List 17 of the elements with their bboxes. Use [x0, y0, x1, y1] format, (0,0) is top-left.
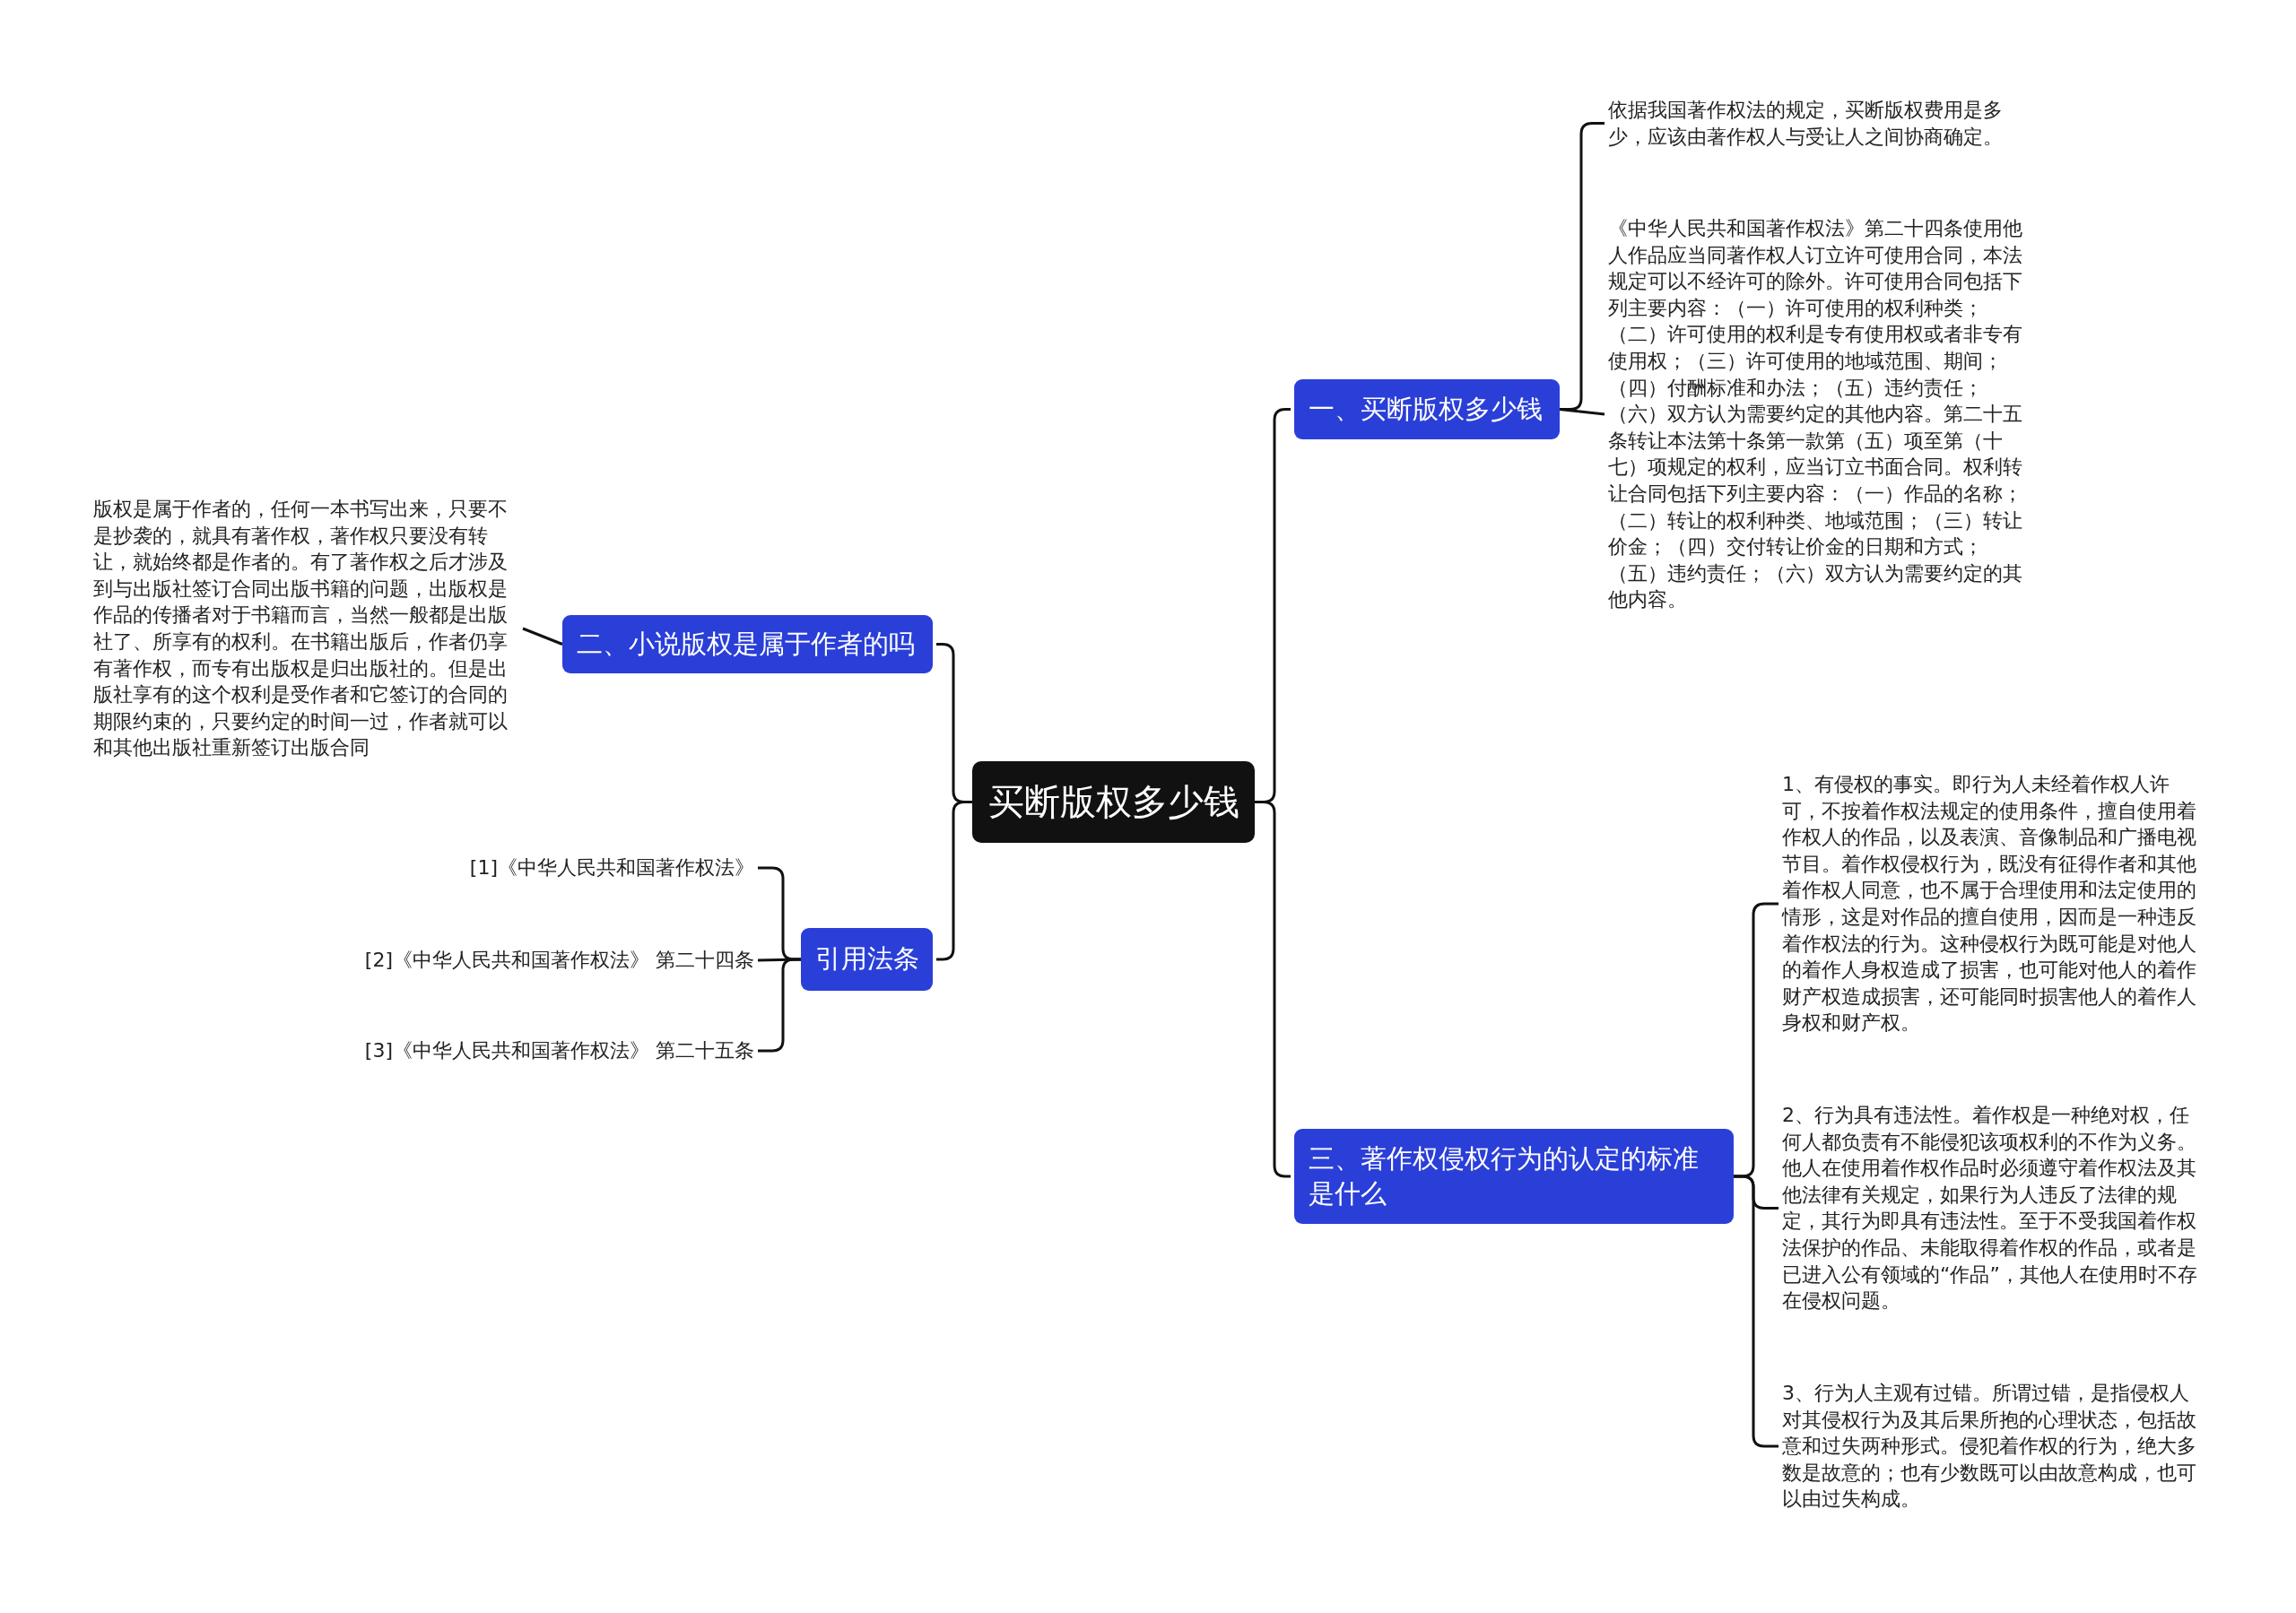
- connector-line: [1255, 801, 1291, 1178]
- note-text: 2、行为具有违法性。着作权是一种绝对权，任何人都负责有不能侵犯该项权利的不作为义务。他人在使用着作权作品时必须遵守着作权法及其他法律有关规定，如果行为人违反了法律的规定，其行为即具有违法性。至于不受我国着作权法保护的作品、未能取得着作权的作品，或者是已进入公有领域的“作品”，其他人在使用时不存在侵权问题。: [1782, 1102, 2204, 1314]
- note-text: 3、行为人主观有过错。所谓过错，是指侵权人对其侵权行为及其后果所抱的心理状态，包括故意和过失两种形式。侵犯着作权的行为，绝大多数是故意的；也有少数既可以由故意构成，也可以由过失构成。: [1782, 1380, 2204, 1513]
- note-text: 《中华人民共和国著作权法》第二十四条使用他人作品应当同著作权人订立许可使用合同，本法规定可以不经许可的除外。许可使用合同包括下列主要内容：（一）许可使用的权利种类；（二）许可使用的权利是专有使用权或者非专有使用权；（三）许可使用的地域范围、期间；（四）付酬标准和办法；（五）违约责任；（六）双方认为需要约定的其他内容。第二十五条转让本法第十条第一款第（五）项至第（十七）项规定的权利，应当订立书面合同。权利转让合同包括下列主要内容：（一）作品的名称；（二）转让的权利种类、地域范围；（三）转让价金；（四）交付转让价金的日期和方式；（五）违约责任；（六）双方认为需要约定的其他内容。: [1608, 215, 2031, 613]
- central-topic-box: 买断版权多少钱: [972, 761, 1255, 843]
- connector-line: [522, 627, 563, 646]
- citation-text: [2]《中华人民共和国著作权法》 第二十四条: [269, 947, 754, 974]
- connector-line: [1559, 408, 1605, 416]
- topic-box: 三、著作权侵权行为的认定的标准是什么: [1294, 1129, 1734, 1224]
- note-text: 依据我国著作权法的规定，买断版权费用是多少，应该由著作权人与受让人之间协商确定。: [1608, 97, 2031, 151]
- topic-box: 引用法条: [801, 928, 933, 991]
- topic-box: 一、买断版权多少钱: [1294, 379, 1560, 439]
- topic-box: 二、小说版权是属于作者的吗: [562, 615, 933, 673]
- note-text: 版权是属于作者的，任何一本书写出来，只要不是抄袭的，就具有著作权，著作权只要没有转让，就始终都是作者的。有了著作权之后才涉及到与出版社签订合同出版书籍的问题，出版权是作品的传播者对于书籍而言，当然一般都是出版社了、所享有的权利。在书籍出版后，作者仍享有著作权，而专有出版权是归出版社的。但是出版社享有的这个权利是受作者和它签订的合同的期限约束的，只要约定的时间一过，作者就可以和其他出版社重新签订出版合同: [93, 496, 519, 761]
- note-text: 1、有侵权的事实。即行为人未经着作权人许可，不按着作权法规定的使用条件，擅自使用着作权人的作品，以及表演、音像制品和广播电视节目。着作权侵权行为，既没有征得作者和其他着作权人同意，也不属于合理使用和法定使用的情形，这是对作品的擅自使用，因而是一种违反着作权法的行为。这种侵权行为既可能是对他人的着作人身权造成了损害，也可能对他人的着作财产权造成损害，还可能同时损害他人的着作人身权和财产权。: [1782, 771, 2204, 1036]
- citation-text: [3]《中华人民共和国著作权法》 第二十五条: [269, 1037, 754, 1064]
- citation-text: [1]《中华人民共和国著作权法》: [269, 854, 754, 881]
